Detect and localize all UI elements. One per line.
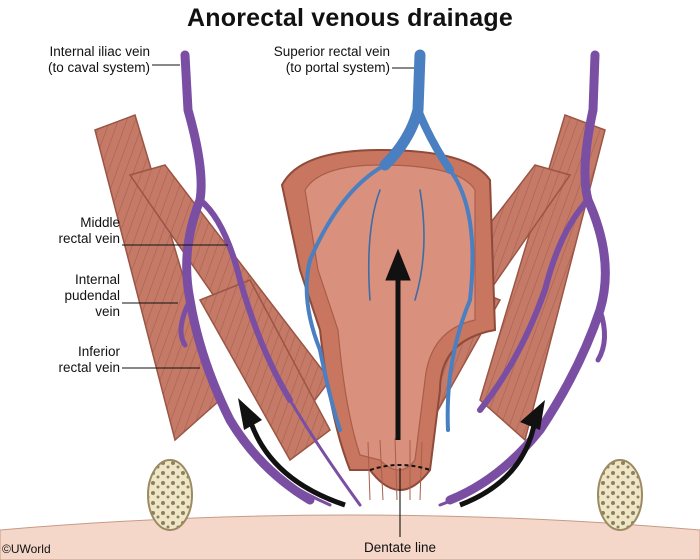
label-line: rectal vein xyxy=(58,360,120,375)
page-title: Anorectal venous drainage xyxy=(187,4,513,32)
label-line: rectal vein xyxy=(58,231,120,246)
right-arrow xyxy=(459,400,545,508)
right-systemic-veins xyxy=(438,50,610,507)
label-dentate-line: Dentate line xyxy=(363,540,437,555)
right-ischium xyxy=(597,459,643,531)
label-internal-pudendal-vein: Internal pudendal vein xyxy=(10,272,120,320)
label-superior-rectal-vein: Superior rectal vein (to portal system) xyxy=(250,44,390,76)
left-arrow xyxy=(238,398,346,508)
label-line: pudendal xyxy=(64,288,120,303)
label-line: Internal xyxy=(74,272,120,287)
superior-rectal-vein xyxy=(304,49,475,432)
left-ischium xyxy=(147,459,193,531)
label-internal-iliac-vein: Internal iliac vein (to caval system) xyxy=(0,44,150,76)
label-line: Internal iliac vein xyxy=(49,44,150,59)
label-middle-rectal-vein: Middle rectal vein xyxy=(10,215,120,247)
left-systemic-veins xyxy=(178,50,362,507)
label-line: Inferior xyxy=(77,344,120,359)
upward-arrow xyxy=(385,248,411,440)
label-inferior-rectal-vein: Inferior rectal vein xyxy=(10,344,120,376)
dentate-line-mark xyxy=(369,464,431,471)
leader-lines xyxy=(122,64,414,537)
label-line: (to portal system) xyxy=(285,60,390,75)
label-line: vein xyxy=(95,304,120,319)
anal-columns xyxy=(367,437,423,501)
label-line: Superior rectal vein xyxy=(273,44,390,59)
label-line: (to caval system) xyxy=(47,60,150,75)
label-line: Middle xyxy=(80,215,120,230)
copyright: ©UWorld xyxy=(2,542,51,556)
